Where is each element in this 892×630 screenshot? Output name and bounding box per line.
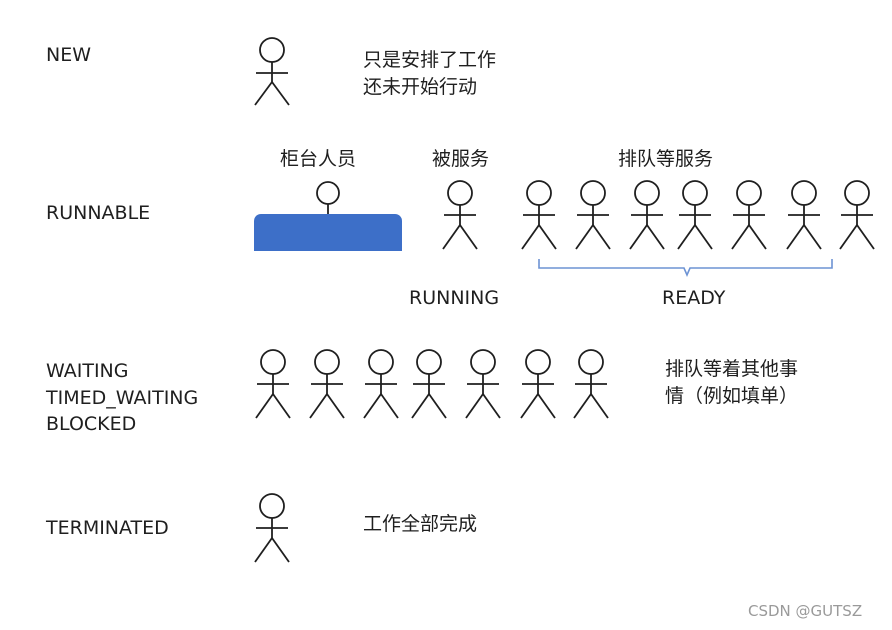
- state-label-waiting: WAITING TIMED_WAITING BLOCKED: [46, 358, 198, 438]
- person-ready: [629, 180, 665, 250]
- person-waiting: [411, 349, 447, 419]
- state-label-waiting-line: TIMED_WAITING: [46, 386, 199, 409]
- running-label: RUNNING: [409, 287, 500, 309]
- ready-label: READY: [662, 287, 726, 309]
- note-new-line: 还未开始行动: [363, 76, 478, 98]
- person-ready: [839, 180, 875, 250]
- person-ready: [575, 180, 611, 250]
- person-waiting: [520, 349, 556, 419]
- counter-staff-label: 柜台人员: [280, 148, 357, 170]
- person-waiting: [255, 349, 291, 419]
- watermark: CSDN @GUTSZ: [748, 602, 863, 620]
- counter-desk-base: [254, 233, 402, 251]
- person-waiting: [309, 349, 345, 419]
- person-waiting: [363, 349, 399, 419]
- person-ready: [677, 180, 713, 250]
- note-waiting-line: 情（例如填单）: [665, 385, 799, 407]
- person-ready: [786, 180, 822, 250]
- person-waiting: [465, 349, 501, 419]
- state-label-waiting-line: BLOCKED: [46, 413, 137, 435]
- state-label-new: NEW: [46, 44, 92, 66]
- state-label-waiting-line: WAITING: [46, 360, 129, 382]
- note-terminated: 工作全部完成: [363, 513, 478, 535]
- note-new: 只是安排了工作 还未开始行动: [363, 47, 496, 101]
- note-waiting: 排队等着其他事 情（例如填单）: [665, 356, 798, 410]
- person-counter-staff: [316, 181, 340, 214]
- person-waiting: [573, 349, 609, 419]
- ready-queue: [521, 180, 875, 250]
- state-label-terminated: TERMINATED: [46, 517, 169, 539]
- served-label: 被服务: [432, 148, 490, 170]
- state-label-runnable: RUNNABLE: [46, 202, 151, 224]
- note-waiting-line: 排队等着其他事: [665, 358, 799, 380]
- person-terminated: [254, 493, 290, 563]
- queue-label: 排队等服务: [618, 148, 714, 170]
- waiting-group: [255, 349, 609, 419]
- ready-brace: [538, 259, 833, 278]
- person-ready: [521, 180, 557, 250]
- person-ready: [731, 180, 767, 250]
- person-new: [254, 37, 290, 106]
- person-running: [442, 180, 478, 250]
- note-new-line: 只是安排了工作: [363, 49, 497, 71]
